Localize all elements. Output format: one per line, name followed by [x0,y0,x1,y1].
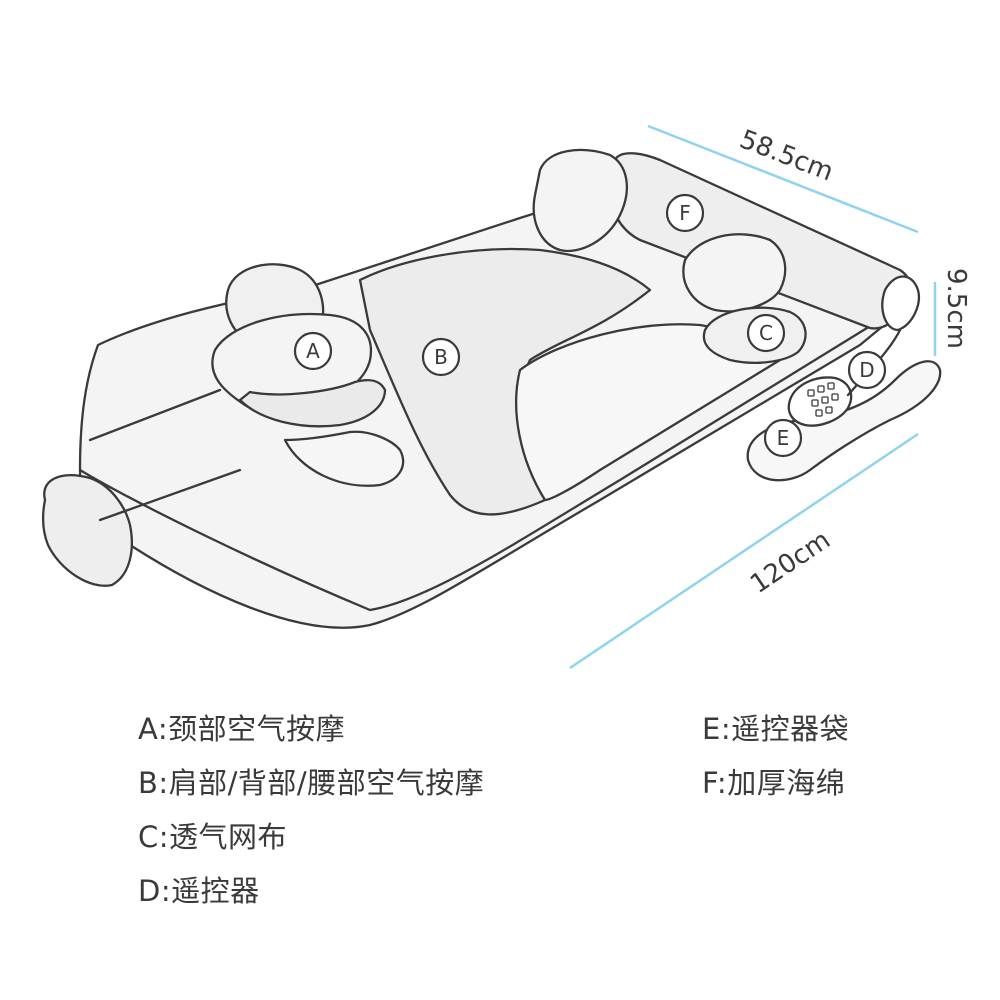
callout-a: A [295,333,331,369]
thickness-dimension-label: 9.5cm [941,268,971,349]
legend-right: E:遥控器袋 F:加厚海绵 [702,702,849,810]
callout-f: F [667,195,703,231]
callout-d: D [849,352,885,388]
back-air-pillow-c [683,234,785,311]
legend-item-e: E:遥控器袋 [702,702,849,756]
callout-f-label: F [679,201,691,225]
side-roll [882,277,919,331]
width-dimension-label: 58.5cm [735,125,837,188]
callout-d-label: D [859,358,874,382]
callout-e-label: E [777,426,790,450]
legend-left: A:颈部空气按摩 B:肩部/背部/腰部空气按摩 C:透气网布 D:遥控器 [138,702,484,918]
callout-b-label: B [434,345,448,369]
legend-item-c: C:透气网布 [138,810,484,864]
massage-mat-diagram: 58.5cm 9.5cm 120cm [0,0,1000,690]
legend-item-d: D:遥控器 [138,864,484,918]
callout-b: B [423,339,459,375]
legend-item-a: A:颈部空气按摩 [138,702,484,756]
callout-a-label: A [306,339,320,363]
callout-c: C [748,315,784,351]
legend-item-b: B:肩部/背部/腰部空气按摩 [138,756,484,810]
length-dimension-label: 120cm [745,525,836,600]
callout-e: E [765,420,801,456]
callout-c-label: C [759,321,773,345]
legend-item-f: F:加厚海绵 [702,756,849,810]
